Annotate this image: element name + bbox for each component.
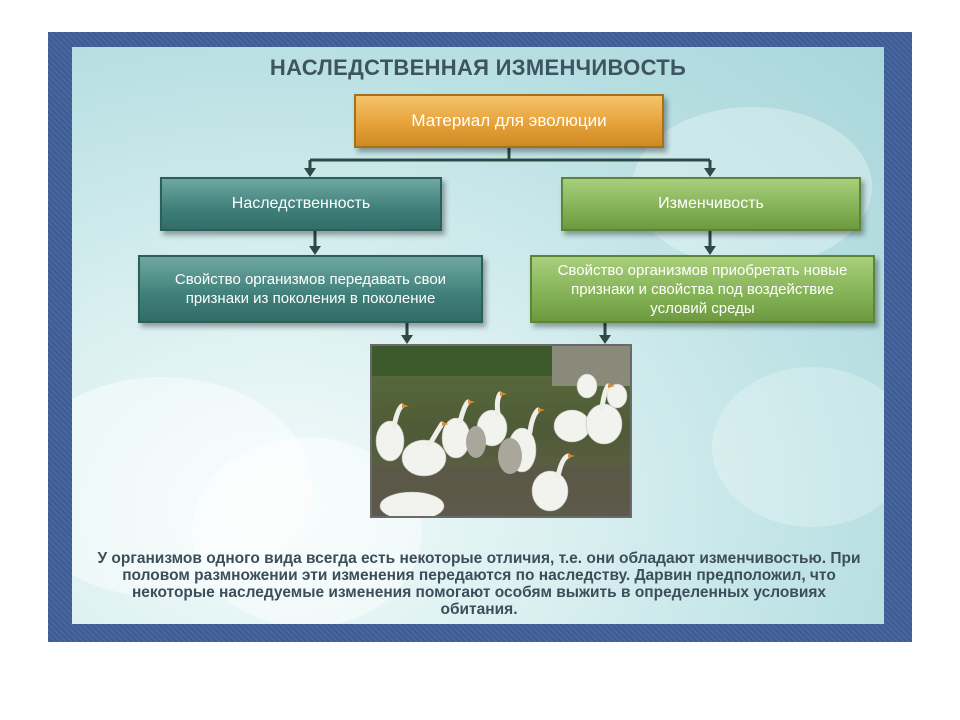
variability-definition: Свойство организмов приобретать новые пр… bbox=[530, 255, 875, 323]
arrow-head bbox=[704, 246, 716, 255]
heredity-node: Наследственность bbox=[160, 177, 442, 231]
cloud-decoration bbox=[712, 367, 884, 527]
arrow-head bbox=[401, 335, 413, 344]
caption-text: У организмов одного вида всегда есть нек… bbox=[97, 550, 861, 618]
arrow-head bbox=[304, 168, 316, 177]
cloud-decoration bbox=[72, 377, 312, 597]
arrow-head bbox=[704, 168, 716, 177]
heredity-definition: Свойство организмов передавать свои приз… bbox=[138, 255, 483, 323]
diagram-connectors bbox=[304, 148, 716, 344]
geese-illustration bbox=[372, 346, 630, 516]
arrow-head bbox=[599, 335, 611, 344]
root-node: Материал для эволюции bbox=[354, 94, 664, 148]
variability-node: Изменчивость bbox=[561, 177, 861, 231]
slide-title: НАСЛЕДСТВЕННАЯ ИЗМЕНЧИВОСТЬ bbox=[269, 55, 687, 80]
arrow-head bbox=[309, 246, 321, 255]
geese-photo bbox=[370, 344, 632, 518]
slide: НАСЛЕДСТВЕННАЯ ИЗМЕНЧИВОСТЬ Материал для… bbox=[72, 47, 884, 624]
